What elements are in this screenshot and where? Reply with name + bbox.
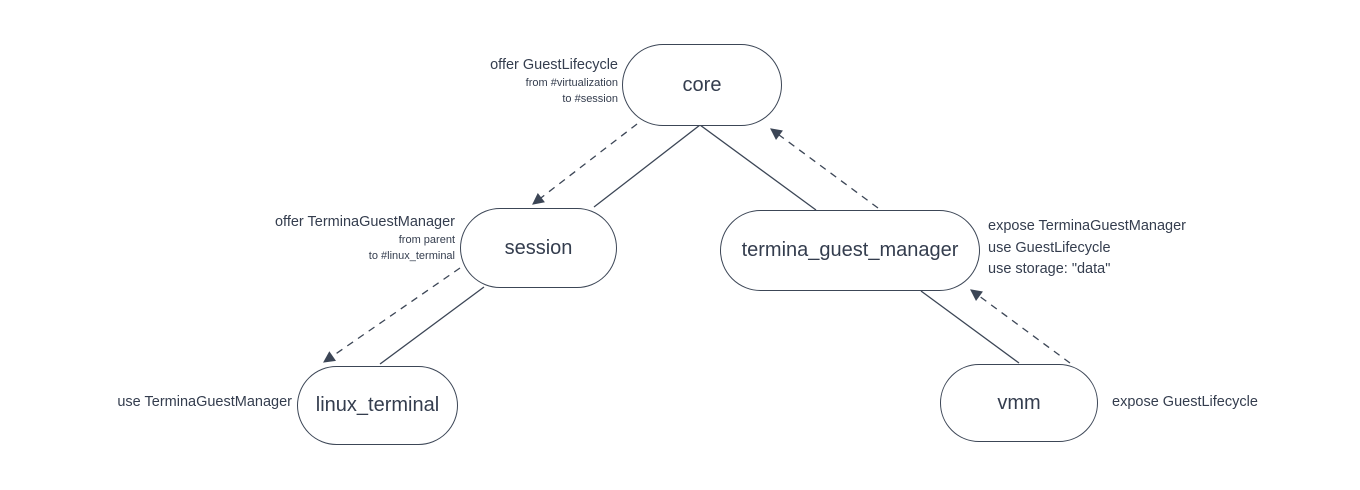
node-core[interactable]: core — [622, 44, 782, 126]
annotation-session: offer TerminaGuestManager from parent to… — [275, 212, 455, 264]
edge-termina-guest-manager-vmm-solid — [920, 290, 1020, 364]
annotation-vmm: expose GuestLifecycle — [1112, 392, 1258, 412]
node-vmm-label: vmm — [997, 391, 1041, 414]
edge-vmm-to-termina-guest-manager-dashed-arrow — [970, 289, 1071, 364]
annotation-core-offer: offer GuestLifecycle — [490, 57, 618, 73]
node-vmm[interactable]: vmm — [940, 364, 1098, 442]
edge-termina-guest-manager-to-core-dashed-arrow — [770, 128, 879, 209]
node-termina-guest-manager[interactable]: termina_guest_manager — [720, 210, 980, 291]
node-session[interactable]: session — [460, 208, 617, 288]
annotation-linux-terminal: use TerminaGuestManager — [117, 392, 292, 412]
annotation-session-to: to #linux_terminal — [368, 250, 455, 262]
annotation-core-to: to #session — [562, 93, 618, 105]
node-linux-terminal-label: linux_terminal — [315, 394, 440, 416]
annotation-core: offer GuestLifecycle from #virtualizatio… — [490, 55, 618, 107]
annotation-tgm-expose: expose TerminaGuestManager — [988, 218, 1187, 234]
node-session-label: session — [504, 236, 573, 259]
node-linux-terminal[interactable]: linux_terminal — [297, 366, 458, 445]
annotation-termina-guest-manager: expose TerminaGuestManager use GuestLife… — [988, 216, 1186, 281]
annotation-core-from: from #virtualization — [525, 77, 618, 89]
annotation-linux-terminal-use: use TerminaGuestManager — [117, 394, 292, 410]
annotation-session-offer: offer TerminaGuestManager — [274, 214, 455, 230]
annotation-vmm-expose: expose GuestLifecycle — [1112, 394, 1258, 410]
node-core-label: core — [682, 73, 722, 96]
edge-core-to-session-dashed-arrow — [532, 123, 638, 205]
annotation-session-from: from parent — [398, 234, 455, 246]
edge-core-termina-guest-manager-solid — [699, 124, 817, 211]
annotation-tgm-use-storage: use storage: "data" — [988, 261, 1111, 277]
annotation-tgm-use-lifecycle: use GuestLifecycle — [988, 239, 1111, 256]
node-termina-guest-manager-label: termina_guest_manager — [741, 239, 959, 261]
edge-session-to-linux-terminal-dashed-arrow — [323, 267, 461, 363]
edge-session-linux-terminal-solid — [379, 286, 485, 365]
edge-core-session-solid — [593, 124, 701, 208]
